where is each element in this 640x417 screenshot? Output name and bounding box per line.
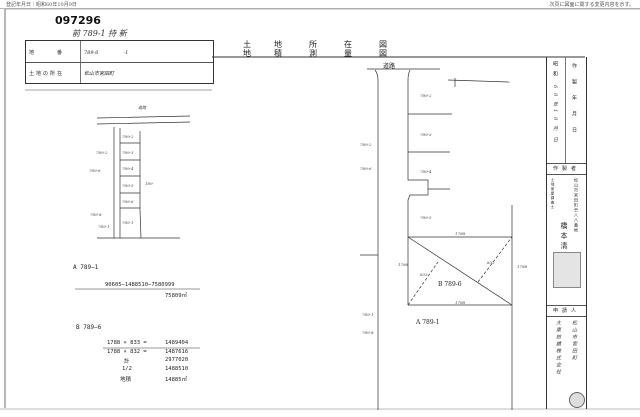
lot-label: 789-5 xyxy=(122,183,134,188)
side-label: 789-1 xyxy=(362,312,374,317)
side-label: 789-2 xyxy=(96,150,108,155)
triangle-lot-label: B 789-6 xyxy=(438,281,462,288)
title-char: 所測 xyxy=(309,40,317,58)
calc-b-row-right: 1487616 xyxy=(165,349,189,355)
calc-b-row-right: 1489404 xyxy=(165,340,189,346)
side-label: 789-1 xyxy=(98,224,110,229)
calc-b-row-right: 14885㎡ xyxy=(165,377,188,383)
lot-label: 789-1 xyxy=(122,220,134,225)
document-number: 097296 xyxy=(55,14,101,27)
lot-label: 789-6 xyxy=(122,199,134,204)
year-value: 60年 xyxy=(552,85,558,112)
dimension-label: 832 xyxy=(487,260,495,265)
applicant-header: 申請人 xyxy=(547,305,586,317)
author-title: 土地家屋調査士 xyxy=(551,178,555,210)
calc-b-title: B 789−6 xyxy=(76,324,102,331)
lot-label: 789-3 xyxy=(122,150,134,155)
side-label: 789-2 xyxy=(360,142,372,147)
calc-b-row-left: 地積 xyxy=(120,377,132,383)
title-char: 土地 xyxy=(243,40,251,58)
lot-label: 789-3 xyxy=(420,132,432,137)
header-divider xyxy=(0,8,640,9)
side-label: 789-8 xyxy=(362,330,374,335)
lot-label: 789-2 xyxy=(420,93,432,98)
dimension-label: 1788 xyxy=(398,262,409,267)
applicant-address: 松山市宮田町 xyxy=(571,320,577,362)
lot-label: 789-5 xyxy=(420,215,432,220)
author-address: 松山市宮田町壱八八番地 xyxy=(574,178,579,233)
lot-info-box: 地 番 789-6 -1 土地の所在 松山市宮田町 xyxy=(25,40,214,84)
calc-b-row-left: 1788 × 832 = xyxy=(107,349,147,355)
side-panel: 昭和 60年 10月 日 作製年月日 作製者 土地家屋調査士 松山市宮田町壱八八… xyxy=(546,57,587,409)
large-plan xyxy=(360,68,513,410)
dimension-label: 1788 xyxy=(455,300,466,305)
calc-a-result: 75809㎡ xyxy=(165,293,188,299)
dimension-label: 189 xyxy=(145,181,153,186)
title-char: 在量 xyxy=(344,40,352,58)
calc-b-row-left: 1788 × 833 = xyxy=(107,340,147,346)
lot-label: 789-4 xyxy=(122,166,134,171)
date-header: 作製年月日 xyxy=(571,63,577,143)
calc-a-formula: 90605−1488510−7580999 xyxy=(105,282,175,288)
lot-label: 789-2 xyxy=(122,134,134,139)
registration-date-header: 登記年月日｜昭和60年10月9日 xyxy=(6,2,77,8)
author-seal xyxy=(553,252,581,288)
applicant-name: 大東紡績株式会社 xyxy=(555,320,561,376)
small-plan xyxy=(96,115,191,239)
handwritten-note: 前 789-1 持 新 xyxy=(72,29,127,38)
calc-b-row-left: 1/2 xyxy=(122,366,132,372)
applicant-seal xyxy=(569,392,585,408)
title-char: 図図 xyxy=(379,40,387,58)
calc-b-row-right: 1488510 xyxy=(165,366,189,372)
road-label: 道路 xyxy=(138,105,146,110)
author-header: 作製者 xyxy=(547,163,586,175)
change-notice-header: 次頁に図面に関する変更内容を示す。 xyxy=(549,2,634,8)
calc-a-title: A 789−1 xyxy=(73,264,99,271)
location-row: 土地の所在 松山市宮田町 xyxy=(26,62,213,83)
dimension-label: 833 xyxy=(420,272,428,277)
location-value: 松山市宮田町 xyxy=(84,71,115,77)
lot-label: 789-4 xyxy=(420,169,432,174)
month-value: 10月 xyxy=(552,109,558,136)
lot-number-row: 地 番 789-6 -1 xyxy=(26,41,213,63)
lot-number-value: 789-6 -1 xyxy=(84,50,129,56)
side-label: 789-6 xyxy=(89,168,101,173)
day-value: 日 xyxy=(552,137,558,147)
era-label: 昭和 xyxy=(552,61,558,81)
dimension-label: 1788 xyxy=(455,231,466,236)
location-label: 土地の所在 xyxy=(29,71,65,77)
side-label: 789-6 xyxy=(360,166,372,171)
title-char: 地積 xyxy=(274,40,282,58)
footer-divider xyxy=(0,408,640,410)
side-label: 789-8 xyxy=(90,212,102,217)
lot-number-label: 地 番 xyxy=(29,50,65,56)
road-label: 道路 xyxy=(383,63,396,70)
calc-b-row-right: 2977020 xyxy=(165,357,189,363)
area-a-label: A 789-1 xyxy=(416,319,440,326)
calc-b-row-left: 計 xyxy=(124,359,130,365)
author-name: 橋本清光 xyxy=(560,222,568,262)
dimension-label: 1788 xyxy=(517,264,528,269)
